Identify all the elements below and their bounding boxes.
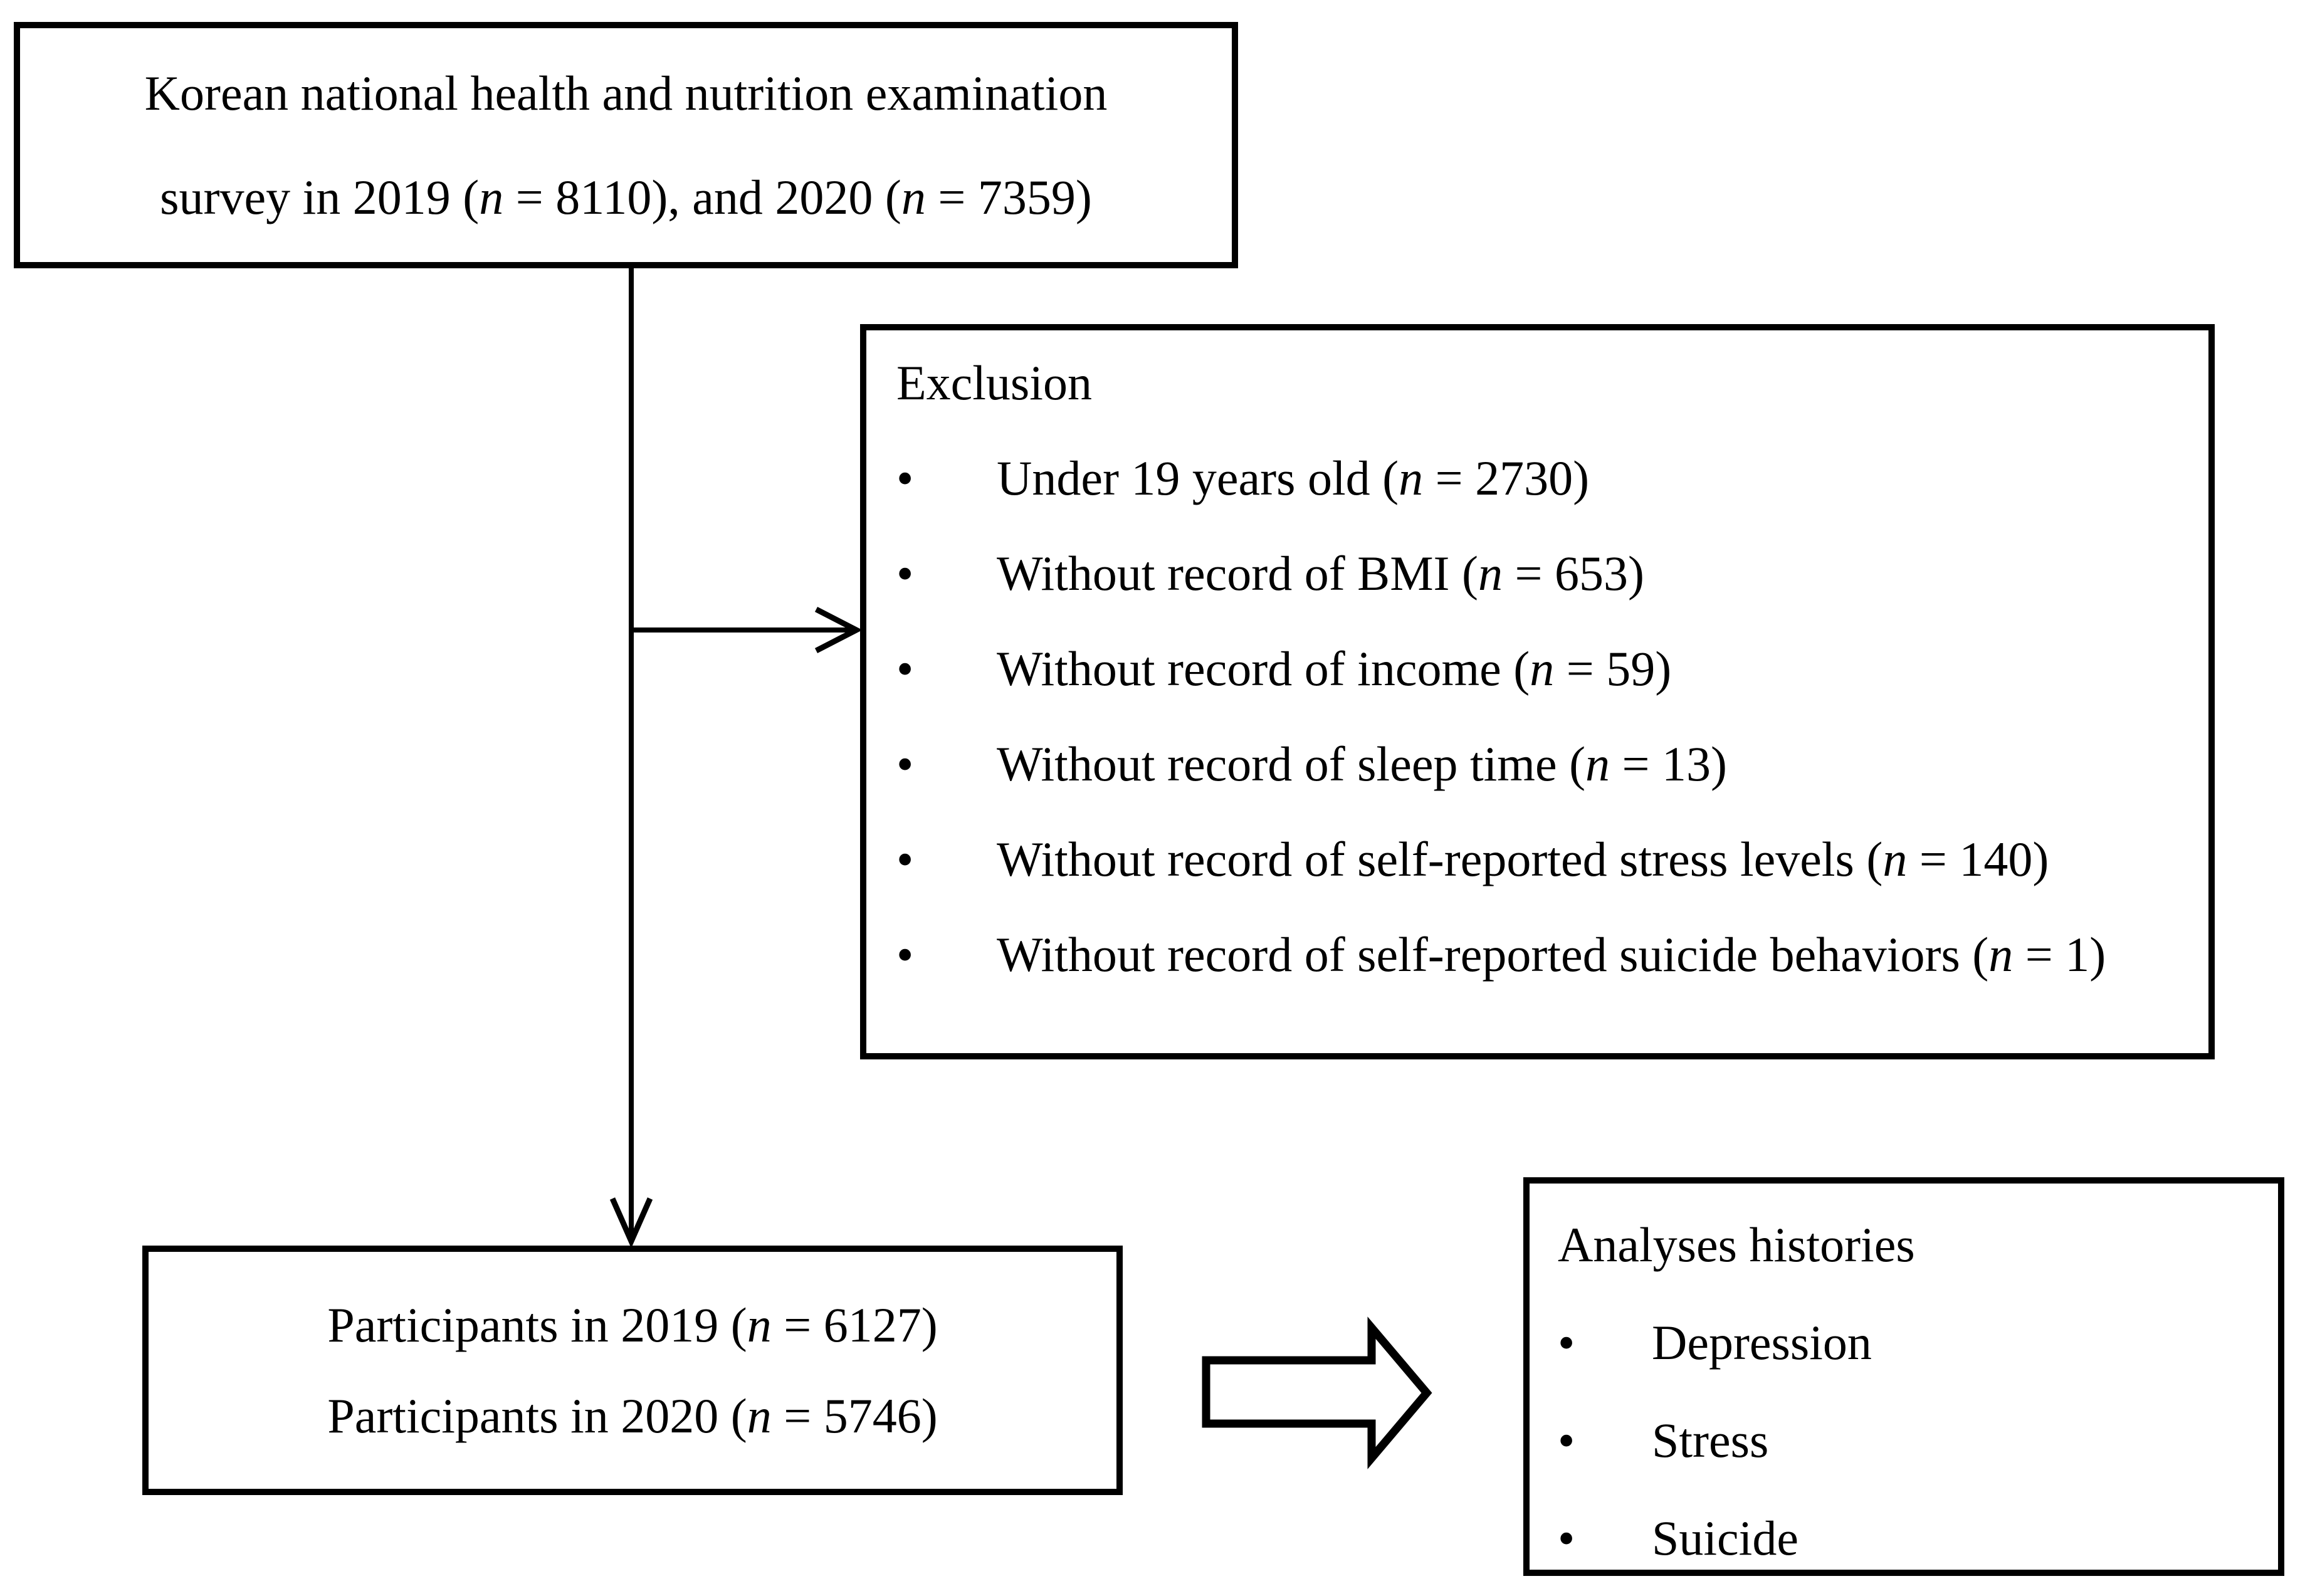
bullet-marker: • <box>1558 1511 1575 1565</box>
right-arrowhead-icon <box>814 607 863 653</box>
exclusion-title: Exclusion <box>896 355 1092 410</box>
bullet-marker: • <box>1558 1413 1575 1467</box>
bullet-marker: • <box>896 832 914 886</box>
exclusion-item-label: Without record of self-reported stress l… <box>997 832 2049 886</box>
bullet-marker: • <box>896 546 914 601</box>
source-box: Korean national health and nutrition exa… <box>14 22 1238 268</box>
analyses-item: • Depression <box>1558 1294 2266 1392</box>
exclusion-item-label: Without record of self-reported suicide … <box>997 927 2106 982</box>
source-box-line1: Korean national health and nutrition exa… <box>144 65 1108 120</box>
bullet-marker: • <box>896 927 914 982</box>
participants-line1: Participants in 2019 (n = 6127) <box>327 1298 938 1352</box>
bullet-marker: • <box>1558 1315 1575 1370</box>
exclusion-box: Exclusion • Under 19 years old (n = 2730)… <box>860 324 2215 1059</box>
exclusion-item: • Under 19 years old (n = 2730) <box>896 431 2190 526</box>
analyses-item: • Stress <box>1558 1392 2266 1489</box>
participants-box: Participants in 2019 (n = 6127) Particip… <box>142 1246 1123 1495</box>
analyses-title: Analyses histories <box>1558 1217 1915 1272</box>
block-right-arrow-icon <box>1202 1316 1432 1469</box>
exclusion-item-label: Under 19 years old (n = 2730) <box>997 451 1590 505</box>
bullet-marker: • <box>896 737 914 791</box>
exclusion-item: • Without record of BMI (n = 653) <box>896 526 2190 621</box>
bullet-marker: • <box>896 451 914 505</box>
exclusion-item: • Without record of income (n = 59) <box>896 621 2190 717</box>
analyses-item-label: Suicide <box>1652 1511 1798 1565</box>
exclusion-item-label: Without record of sleep time (n = 13) <box>997 737 1728 791</box>
analyses-item: • Suicide <box>1558 1489 2266 1587</box>
exclusion-item: • Without record of self-reported stress … <box>896 812 2190 907</box>
exclusion-item-label: Without record of BMI (n = 653) <box>997 546 1644 601</box>
participants-line2: Participants in 2020 (n = 5746) <box>327 1389 938 1443</box>
exclusion-item: • Without record of sleep time (n = 13) <box>896 717 2190 812</box>
exclusion-item: • Without record of self-reported suicide… <box>896 907 2190 1002</box>
down-arrowhead-icon <box>609 1197 653 1249</box>
exclusion-item-label: Without record of income (n = 59) <box>997 641 1672 696</box>
analyses-box: Analyses histories • Depression • Stress •… <box>1523 1177 2284 1576</box>
source-box-line2: survey in 2019 (n = 8110), and 2020 (n =… <box>160 169 1092 224</box>
analyses-item-label: Stress <box>1652 1413 1769 1467</box>
analyses-item-label: Depression <box>1652 1315 1872 1370</box>
bullet-marker: • <box>896 641 914 696</box>
